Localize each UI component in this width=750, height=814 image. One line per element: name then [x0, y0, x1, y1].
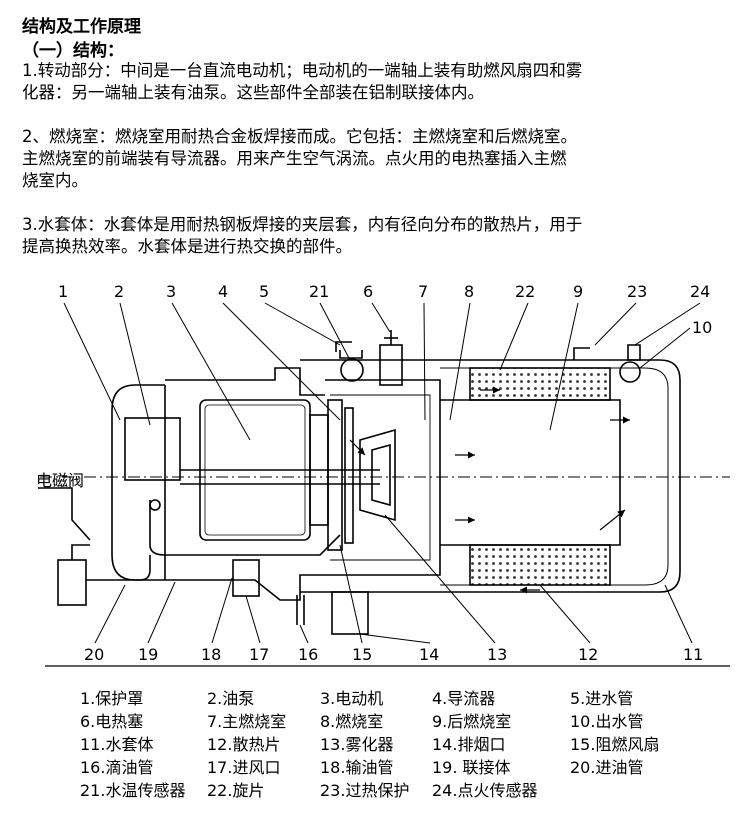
paragraph-water-jacket: 3.水套体：水套体是用耐热钢板焊接的夹层套，内有径向分布的散热片，用于 提高换热…: [22, 215, 583, 256]
legend-item: 7.主燃烧室: [207, 712, 287, 731]
legend-item: 19. 联接体: [432, 758, 511, 777]
legend-item: 17.进风口: [207, 758, 281, 777]
callout-19: 19: [138, 645, 158, 664]
callout-13: 13: [487, 645, 507, 664]
callout-5: 5: [259, 282, 269, 301]
top-callouts: 1 2 3 4 5 21 6 7 8 22 9 23 24 10: [58, 282, 712, 337]
callout-18: 18: [201, 645, 221, 664]
callout-3: 3: [166, 282, 176, 301]
glow-plug: [379, 344, 403, 386]
legend-item: 21.水温传感器: [80, 781, 186, 800]
atomizer: [359, 428, 396, 522]
lower-heat-fins: [469, 544, 611, 586]
callout-12: 12: [578, 645, 598, 664]
water-inlet-pipe: [335, 341, 352, 352]
callout-15: 15: [352, 645, 372, 664]
parts-legend: 1.保护罩 2.油泵 3.电动机 4.导流器 5.进水管 6.电热塞 7.主燃烧…: [0, 685, 750, 805]
fuel-line: [149, 500, 341, 556]
paragraph-combustion-chamber: 2、燃烧室：燃烧室用耐热合金板焊接而成。它包括：主燃烧室和后燃烧室。 主燃烧室的…: [22, 127, 577, 190]
callout-11: 11: [683, 645, 703, 664]
legend-item: 10.出水管: [570, 712, 644, 731]
legend-item: 8.燃烧室: [320, 712, 384, 731]
legend-item: 4.导流器: [432, 689, 496, 708]
legend-item: 1.保护罩: [80, 689, 144, 708]
overheat-protection: [573, 347, 590, 360]
callout-10: 10: [692, 318, 712, 337]
legend-item: 18.输油管: [320, 758, 394, 777]
legend-item: 2.油泵: [207, 689, 255, 708]
legend-item: 15.阻燃风扇: [570, 735, 660, 754]
oil-pump: [124, 417, 181, 481]
legend-item: 22.旋片: [207, 781, 265, 800]
section-title: 结构及工作原理: [22, 17, 141, 37]
callout-2: 2: [114, 282, 124, 301]
callout-24: 24: [690, 282, 710, 301]
paragraph-rotating-part: 1.转动部分：中间是一台直流电动机；电动机的一端轴上装有助燃风扇四和雾 化器：另…: [22, 61, 583, 102]
callout-14: 14: [419, 645, 439, 664]
bottom-callouts: 20 19 18 17 16 15 14 13 12 11: [84, 645, 703, 664]
callout-9: 9: [573, 282, 583, 301]
legend-item: 3.电动机: [320, 689, 384, 708]
legend-item: 11.水套体: [80, 735, 154, 754]
legend-item: 6.电热塞: [80, 712, 144, 731]
water-temp-sensor: [340, 358, 364, 382]
callout-16: 16: [298, 645, 318, 664]
legend-item: 5.进水管: [570, 689, 634, 708]
exhaust-port: [331, 591, 369, 635]
main-combustion-chamber: [325, 379, 441, 576]
section-subtitle: （一）结构：: [22, 41, 124, 61]
callout-4: 4: [218, 282, 228, 301]
callout-21: 21: [309, 282, 329, 301]
callout-8: 8: [464, 282, 474, 301]
solenoid-valve-label: 电磁阀: [36, 471, 84, 490]
protective-cover: [111, 384, 165, 581]
upper-heat-fins: [469, 367, 611, 401]
fuel-inlet-pipe: [86, 555, 151, 581]
ignition-sensor: [627, 344, 641, 361]
callout-23: 23: [627, 282, 647, 301]
callout-1: 1: [58, 282, 68, 301]
legend-item: 16.滴油管: [80, 758, 154, 777]
legend-item: 9.后燃烧室: [432, 712, 512, 731]
legend-item: 20.进油管: [570, 758, 644, 777]
solenoid-valve: [57, 559, 87, 606]
legend-item: 14.排烟口: [432, 735, 506, 754]
legend-item: 12.散热片: [207, 735, 281, 754]
legend-item: 24.点火传感器: [432, 781, 538, 800]
callout-22: 22: [515, 282, 535, 301]
drip-tube: [296, 595, 305, 625]
callout-6: 6: [363, 282, 373, 301]
post-combustion-chamber: [440, 399, 621, 546]
combustion-fan: [327, 399, 343, 551]
callout-7: 7: [418, 282, 428, 301]
callout-17: 17: [249, 645, 269, 664]
legend-item: 23.过热保护: [320, 781, 410, 800]
water-outlet: [619, 361, 641, 383]
air-inlet: [232, 559, 260, 597]
callout-20: 20: [84, 645, 104, 664]
legend-item: 13.雾化器: [320, 735, 394, 754]
